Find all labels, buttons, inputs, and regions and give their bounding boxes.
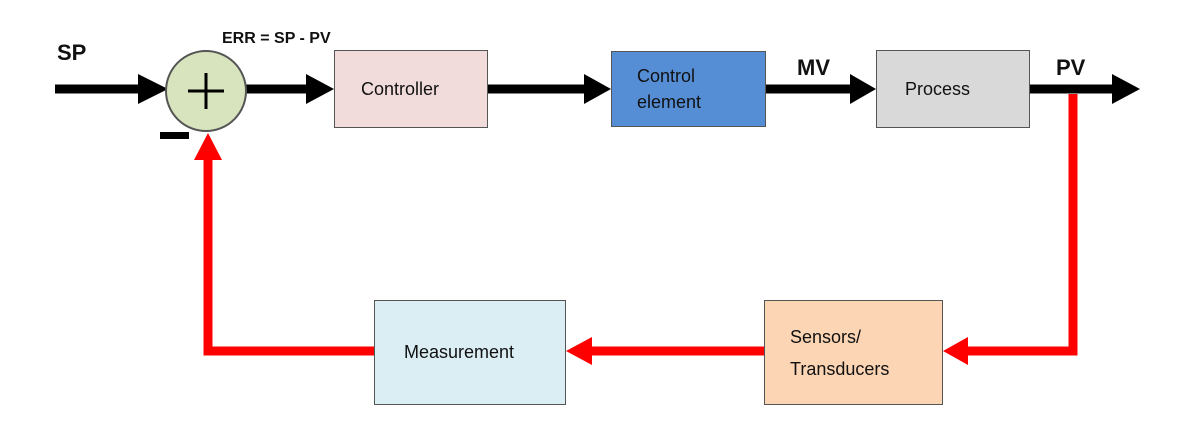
control-element-label-line-2: element: [637, 92, 702, 112]
process-block: Process: [876, 50, 1030, 128]
sp-arrow-head: [138, 74, 168, 104]
err-label: ERR = SP - PV: [222, 30, 331, 47]
control-element-label-line-1: Control: [637, 66, 696, 86]
minus-sign: [160, 132, 189, 139]
measurement-arrow-head: [566, 337, 592, 365]
sensors-arrow-head: [943, 337, 968, 365]
pv-feedback-line: [966, 94, 1078, 356]
sp-label: SP: [57, 40, 87, 65]
controller-output-arrow-head: [584, 74, 611, 104]
junction-feedback-arrow-head: [194, 133, 222, 160]
controller-label: Controller: [361, 78, 440, 99]
mv-label: MV: [797, 55, 830, 80]
process-label: Process: [905, 78, 971, 99]
sensors-transducers-block: Sensors/ Transducers: [764, 300, 943, 405]
controller-block: Controller: [334, 50, 488, 128]
sensors-label-line-2: Transducers: [790, 358, 890, 379]
sensors-label-line-1: Sensors/: [790, 326, 862, 347]
mv-arrow-head: [850, 74, 876, 104]
measurement-block: Measurement: [374, 300, 566, 405]
pv-label: PV: [1056, 55, 1086, 80]
err-arrow-head: [306, 74, 334, 104]
control-element-block: Control element: [611, 51, 766, 127]
pv-arrow-head: [1112, 74, 1140, 104]
measurement-to-junction-line: [203, 158, 374, 356]
measurement-label: Measurement: [404, 342, 515, 362]
